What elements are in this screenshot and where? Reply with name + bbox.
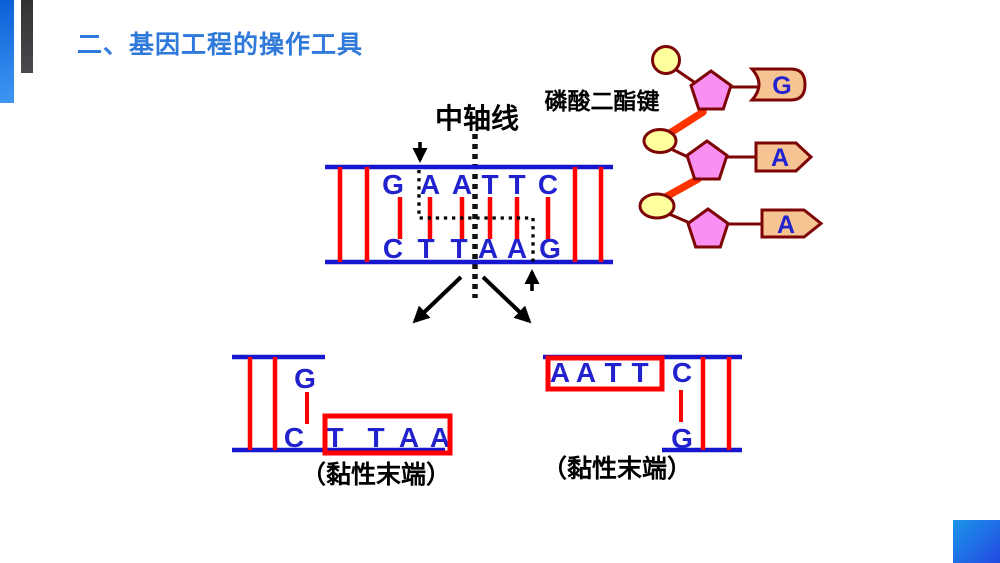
left-accent-bar — [0, 0, 14, 103]
deoxyribose-pentagon — [689, 69, 733, 111]
bottom-base-letter: G — [539, 233, 561, 264]
split-arrow-right — [481, 275, 532, 324]
top-base-letter: A — [550, 357, 570, 388]
phosphate-circle — [642, 128, 678, 154]
central-axis-label: 中轴线 — [435, 103, 519, 134]
sticky-end-label: （黏性末端） — [542, 454, 692, 483]
gray-accent-bar — [21, 0, 33, 73]
bottom-base-letter: T — [450, 233, 467, 264]
bottom-base-letter: A — [478, 233, 498, 264]
split-arrow-left — [412, 275, 463, 324]
nucleotide-base-letter: A — [777, 211, 795, 239]
nucleotide-chain: G A A — [638, 45, 824, 249]
page-title: 二、基因工程的操作工具 — [77, 31, 364, 59]
bottom-base-letter: T — [326, 422, 343, 453]
sticky-end-label: （黏性末端） — [301, 460, 451, 489]
bottom-base-letter: C — [284, 422, 304, 453]
top-base-letter: T — [508, 169, 525, 200]
phosphate-sugar-link — [668, 212, 691, 225]
bottom-base-letter: T — [367, 422, 384, 453]
bottom-base-letter: A — [507, 233, 527, 264]
top-base-letter: C — [672, 357, 692, 388]
right-fragment: A A T T C G （黏性末端） — [542, 354, 742, 483]
top-base-letter: G — [294, 363, 316, 394]
base-shape-a — [760, 208, 824, 239]
phosphate-circle — [638, 192, 676, 220]
corner-accent-square — [953, 520, 1000, 563]
top-base-letter: G — [382, 169, 404, 200]
phosphodiester-bond-label: 磷酸二酯键 — [545, 88, 660, 114]
bottom-base-letter: T — [417, 233, 434, 264]
main-dna: G A A T T C C T T A A G — [325, 164, 613, 265]
nucleotide-base-letter: G — [772, 72, 791, 100]
sticky-end-highlight-box — [545, 355, 665, 392]
phosphate-circle — [651, 45, 681, 75]
deoxyribose-pentagon — [685, 139, 729, 181]
bottom-base-letter: G — [671, 423, 693, 454]
base-shape-a — [754, 141, 814, 173]
top-base-letter: T — [481, 169, 498, 200]
top-base-letter: T — [631, 357, 648, 388]
deoxyribose-pentagon — [686, 207, 730, 249]
nucleotide-base-letter: A — [771, 144, 789, 172]
top-base-letter: A — [576, 357, 596, 388]
phosphate-sugar-link — [674, 67, 695, 84]
base-shape-g — [748, 67, 807, 102]
top-base-letter: C — [538, 169, 558, 200]
top-base-letter: A — [452, 169, 472, 200]
bottom-base-letter: A — [399, 422, 419, 453]
phosphodiester-bond — [663, 108, 707, 139]
bottom-base-letter: A — [430, 422, 450, 453]
bottom-base-letter: C — [383, 233, 403, 264]
top-base-letter: A — [420, 169, 440, 200]
sticky-end-highlight-box — [322, 413, 453, 456]
top-base-letter: T — [604, 357, 621, 388]
left-fragment: G C T T A A （黏性末端） — [232, 354, 453, 489]
